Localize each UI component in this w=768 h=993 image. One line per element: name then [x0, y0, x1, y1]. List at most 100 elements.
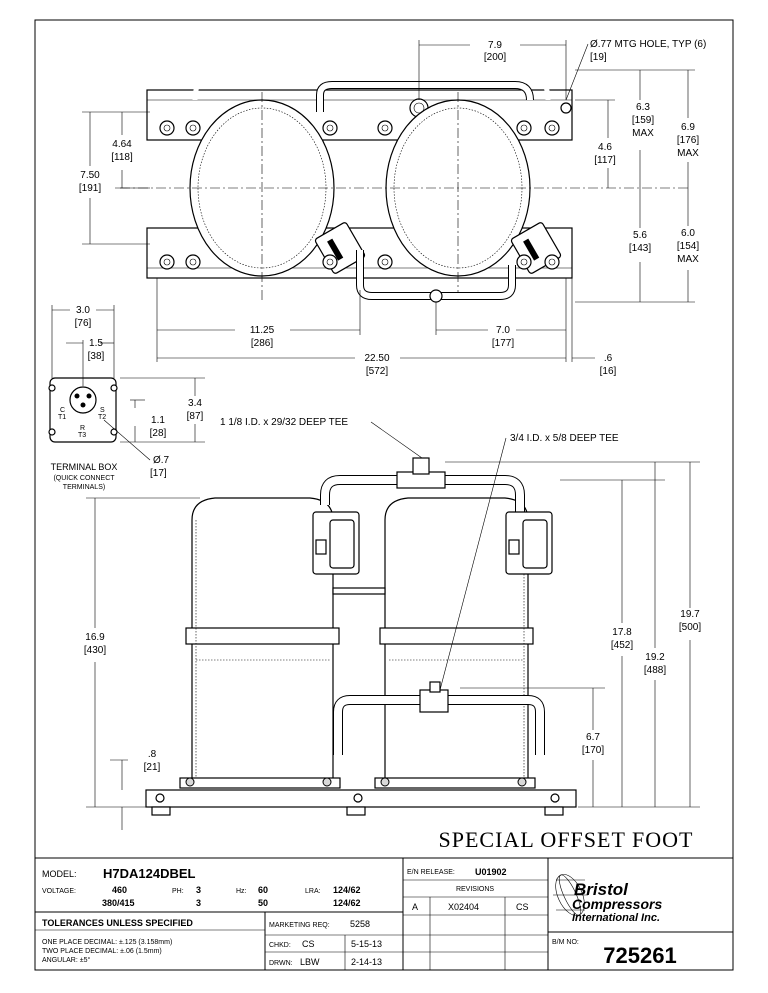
- dim-3-4: 3.4: [188, 398, 202, 409]
- dim-4-64: 4.64: [112, 139, 132, 150]
- dim-286: [286]: [251, 338, 273, 349]
- drawn-label: DRWN:: [269, 960, 293, 967]
- dim-430: [430]: [84, 645, 106, 656]
- mounting-holes: [159, 102, 572, 270]
- dim-6-9: 6.9: [681, 122, 695, 133]
- bm-no-label: B/M NO:: [552, 939, 579, 946]
- dim-p8: .8: [148, 749, 157, 760]
- term-t1: T1: [58, 414, 66, 421]
- brand-name-2: Compressors: [572, 896, 662, 912]
- tolerance-one-place: ONE PLACE DECIMAL: ±.125 (3.158mm): [42, 939, 172, 946]
- suction-tee: [412, 457, 430, 475]
- dim-500: [500]: [679, 622, 701, 633]
- tee2-note: 3/4 I.D. x 5/8 DEEP TEE: [510, 433, 619, 444]
- dim-38: [38]: [88, 351, 105, 362]
- dim-200: [200]: [484, 52, 506, 63]
- dim-19-7: 19.7: [680, 609, 700, 620]
- model-label: MODEL:: [42, 869, 77, 879]
- dim-19-2: 19.2: [645, 652, 665, 663]
- dim-4-6: 4.6: [598, 142, 612, 153]
- dim-170: [170]: [582, 745, 604, 756]
- dim-118: [118]: [111, 152, 133, 163]
- term-t3: T3: [78, 432, 86, 439]
- title-block: MODEL: H7DA124DBEL VOLTAGE: 460 380/415 …: [35, 857, 733, 970]
- lra-1: 124/62: [333, 885, 361, 895]
- dim-87: [87]: [187, 411, 204, 422]
- dim-3-0: 3.0: [76, 305, 90, 316]
- dim-21: [21]: [144, 762, 161, 773]
- dim-17-8: 17.8: [612, 627, 632, 638]
- drawn-by: LBW: [300, 957, 320, 967]
- dim-143: [143]: [629, 243, 651, 254]
- revision-by: CS: [516, 902, 529, 912]
- checked-date: 5-15-13: [351, 939, 382, 949]
- dim-191: [191]: [79, 183, 101, 194]
- max-label-3: MAX: [677, 254, 699, 265]
- max-label-1: MAX: [632, 128, 654, 139]
- dim-154: [154]: [677, 241, 699, 252]
- voltage-2: 380/415: [102, 898, 135, 908]
- terminal-box-sub1: (QUICK CONNECT: [53, 475, 115, 482]
- terminal-box-sub2: TERMINALS): [63, 484, 105, 491]
- dim-159: [159]: [632, 115, 654, 126]
- dim-176: [176]: [677, 135, 699, 146]
- front-view: 1 1/8 I.D. x 29/32 DEEP TEE 3/4 I.D. x 5…: [84, 417, 701, 830]
- term-s: S: [100, 407, 105, 414]
- dim-117: [117]: [594, 155, 616, 166]
- bristol-logo: [553, 874, 588, 916]
- dim-5-6: 5.6: [633, 230, 647, 241]
- dim-7-0: 7.0: [496, 325, 510, 336]
- terminal-box-detail: C T1 S T2 R T3 3.0 [76] 1.5 [38] 3.4 [87…: [48, 305, 205, 491]
- term-t2: T2: [98, 414, 106, 421]
- dim-28: [28]: [150, 428, 167, 439]
- ph-2: 3: [196, 898, 201, 908]
- dim-177: [177]: [492, 338, 514, 349]
- marketing-req: 5258: [350, 919, 370, 929]
- revision-en: X02404: [448, 902, 479, 912]
- hz-2: 50: [258, 898, 268, 908]
- dim-7-50: 7.50: [80, 170, 100, 181]
- hz-label: Hz:: [236, 888, 247, 895]
- dim-7-9: 7.9: [488, 40, 502, 51]
- drawing-title: SPECIAL OFFSET FOOT: [439, 827, 694, 852]
- mtg-hole-mm: [19]: [590, 52, 607, 63]
- voltage-1: 460: [112, 885, 127, 895]
- tee1-note: 1 1/8 I.D. x 29/32 DEEP TEE: [220, 417, 348, 428]
- dim-11-25: 11.25: [250, 325, 275, 336]
- marketing-req-label: MARKETING REQ:: [269, 922, 330, 929]
- dim-16: [16]: [600, 366, 617, 377]
- drawn-date: 2-14-13: [351, 957, 382, 967]
- dim-488: [488]: [644, 665, 666, 676]
- ph-1: 3: [196, 885, 201, 895]
- tolerance-two-place: TWO PLACE DECIMAL: ±.06 (1.5mm): [42, 948, 162, 955]
- brand-name-3: International Inc.: [572, 912, 660, 924]
- dim-1-1: 1.1: [151, 415, 165, 426]
- dim-22-50: 22.50: [364, 353, 389, 364]
- lra-2: 124/62: [333, 898, 361, 908]
- dim-572: [572]: [366, 366, 388, 377]
- dim-6-0: 6.0: [681, 228, 695, 239]
- en-release: U01902: [475, 867, 507, 877]
- dim-452: [452]: [611, 640, 633, 651]
- model-number: H7DA124DBEL: [103, 866, 196, 881]
- tolerance-angular: ANGULAR: ±5°: [42, 956, 90, 964]
- en-release-label: E/N RELEASE:: [407, 869, 455, 876]
- discharge-tee: [419, 689, 449, 713]
- hz-1: 60: [258, 885, 268, 895]
- dim-17: [17]: [150, 468, 167, 479]
- dim-p7: Ø.7: [153, 455, 170, 466]
- checked-label: CHKD:: [269, 942, 291, 949]
- dim-6-3: 6.3: [636, 102, 650, 113]
- terminal-box-title: TERMINAL BOX: [51, 462, 118, 472]
- dim-76: [76]: [75, 318, 92, 329]
- brand-name-1: Bristol: [574, 880, 629, 899]
- revision-letter: A: [412, 902, 418, 912]
- term-c: C: [60, 407, 65, 414]
- revisions-heading: REVISIONS: [456, 886, 494, 893]
- lra-label: LRA:: [305, 888, 321, 895]
- dim-p6: .6: [604, 353, 613, 364]
- bm-number: 725261: [603, 943, 676, 968]
- tolerances-heading: TOLERANCES UNLESS SPECIFIED: [42, 918, 193, 928]
- dim-1-5: 1.5: [89, 338, 103, 349]
- max-label-2: MAX: [677, 148, 699, 159]
